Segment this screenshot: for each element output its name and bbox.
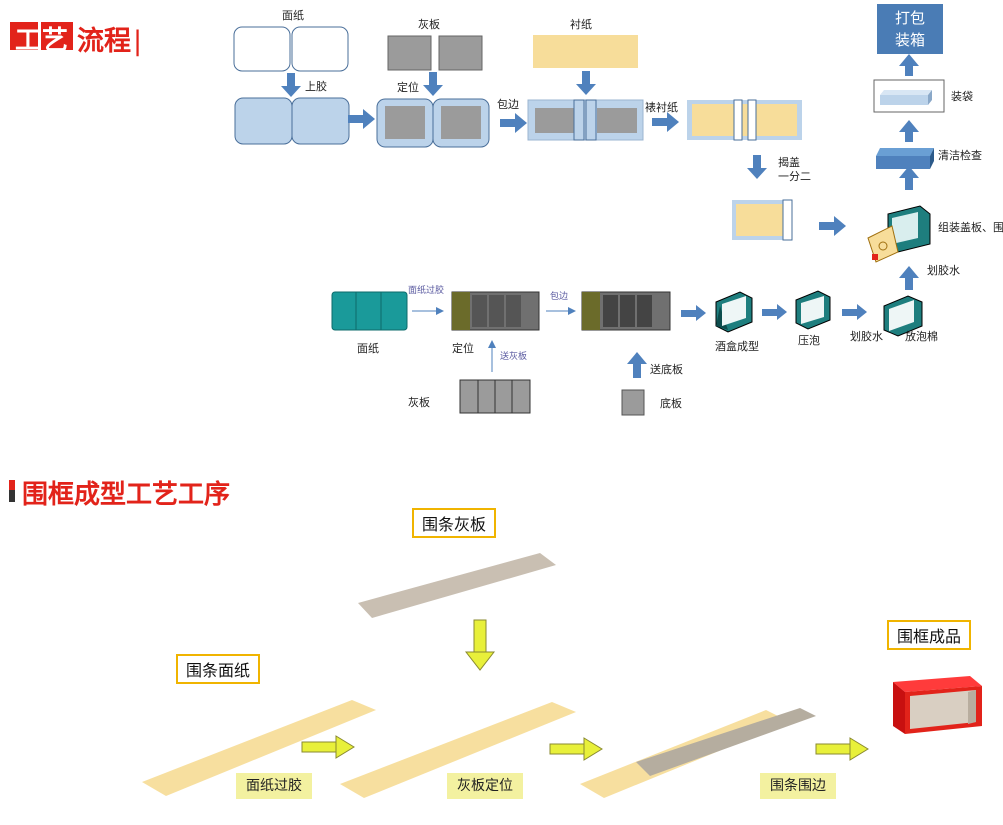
grey-strip-positioned [636,708,816,776]
face-paper-sheet-1 [233,26,291,72]
liner-paper [533,35,638,68]
title-badge: 工艺 [14,26,69,56]
face-paper-strip-2 [340,702,576,798]
arrow-down-icon [576,71,596,95]
label-clean-check: 清洁检查 [938,149,982,162]
label-liner-paper: 衬纸 [570,18,592,31]
arrow-right-icon [762,304,787,320]
frame-process-illustration [142,553,982,798]
bottom-board [621,389,645,416]
box-assembly-icon [867,205,931,263]
arrow-right-icon [549,737,603,761]
label-face-paper: 面纸 [282,9,304,22]
arrow-right-icon [500,113,527,133]
arrow-down-icon [281,73,301,97]
greyboard-1 [387,35,432,71]
section-marker-red [9,480,15,490]
face-paper-teal [331,291,408,331]
arrow-up-icon [899,120,919,142]
label-lift-lid: 揭盖 [778,156,800,169]
process-flow-diagram [233,26,945,416]
foam-box-icon [883,295,923,337]
pack-box: 打包 装箱 [877,4,943,54]
arrow-right-icon [819,216,846,236]
step-face-paper-glue: 面纸过胶 [236,773,312,799]
title-badge-bg-1 [10,22,38,50]
label-wine-box: 酒盒成型 [715,340,759,353]
arrow-up-icon [627,352,647,378]
label-face-paper-b: 面纸 [357,342,379,355]
arrow-up-icon [899,54,919,76]
glued-paper-2 [291,97,350,145]
glued-paper-1 [234,97,293,145]
pressed-box-icon [795,290,831,330]
arrow-right-icon [652,112,679,132]
arrow-right-icon [348,109,375,129]
face-paper-strip-1 [142,700,376,796]
title-badge-bg-2 [41,22,73,50]
label-feed-greyboard: 送灰板 [500,352,528,362]
cleaning-box-icon [876,148,934,169]
label-frame-face-paper: 围条面纸 [176,654,261,684]
finished-frame-icon [893,676,982,734]
section-marker [9,480,15,502]
arrow-down-icon [747,155,767,179]
arrow-right-icon [301,735,355,759]
label-greyboard: 灰板 [418,18,440,31]
label-position: 定位 [397,81,419,94]
label-foam: 放泡棉 [905,330,938,343]
arrow-down-icon [464,619,496,671]
label-press: 压泡 [798,334,820,347]
label-split: 一分二 [778,170,811,183]
label-face-paper-glue: 面纸过胶 [408,286,445,296]
face-paper-sheet-2 [291,26,349,72]
wine-box-icon [715,291,753,333]
arrow-right-icon [815,737,869,761]
label-wrap-b: 包边 [550,292,569,302]
label-wrap: 包边 [497,98,519,111]
label-greyboard-b: 灰板 [408,396,430,409]
step-frame-wrap: 围条围边 [760,773,836,799]
section-title: 围框成型工艺工序 [22,480,231,510]
arrow-up-icon [899,166,919,190]
label-glue: 上胶 [305,80,327,93]
label-bottom-board: 底板 [660,397,682,410]
bagged-box-icon [880,90,932,105]
label-frame-greyboard: 围条灰板 [412,508,497,538]
label-assemble: 组装盖板、围 [938,221,1003,234]
arrow-down-icon [423,72,443,96]
label-position-b: 定位 [452,342,474,355]
step-greyboard-position: 灰板定位 [447,773,523,799]
greyboard-2 [438,35,483,71]
label-mount-liner: 裱衬纸 [645,101,678,114]
arrow-right-icon [681,305,706,321]
label-bagging: 装袋 [951,90,973,103]
label-feed-bottom: 送底板 [650,363,683,376]
page-title: 流程| [77,26,143,57]
label-glue-line-up: 划胶水 [927,264,960,277]
grey-strip [358,553,556,618]
label-frame-finished: 围框成品 [887,620,972,650]
arrow-up-icon [899,266,919,290]
label-glue-line: 划胶水 [850,330,883,343]
arrow-right-icon [842,304,867,320]
